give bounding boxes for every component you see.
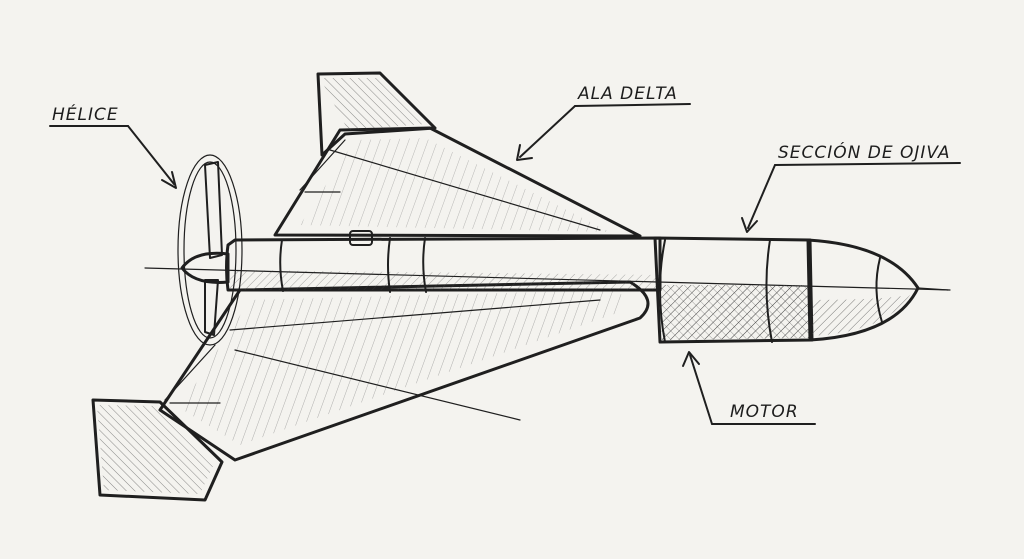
label-seccion-ojiva-text: SECCIÓN DE OJIVA	[778, 141, 951, 163]
upper-wing	[273, 126, 642, 238]
label-ala-delta-text: ALA DELTA	[577, 84, 678, 104]
motor-section	[653, 236, 814, 344]
fuselage	[225, 230, 662, 293]
propeller	[177, 154, 243, 346]
label-helice: HÉLICE	[49, 103, 177, 189]
label-motor: MOTOR	[682, 351, 816, 425]
lower-fin	[91, 398, 224, 502]
lower-wing	[158, 280, 650, 462]
label-motor-text: MOTOR	[730, 402, 799, 422]
label-seccion-ojiva: SECCIÓN DE OJIVA	[741, 141, 961, 233]
upper-fin	[316, 71, 437, 157]
label-ala-delta: ALA DELTA	[516, 84, 691, 161]
nose-cone	[806, 238, 949, 342]
label-helice-text: HÉLICE	[52, 103, 119, 125]
